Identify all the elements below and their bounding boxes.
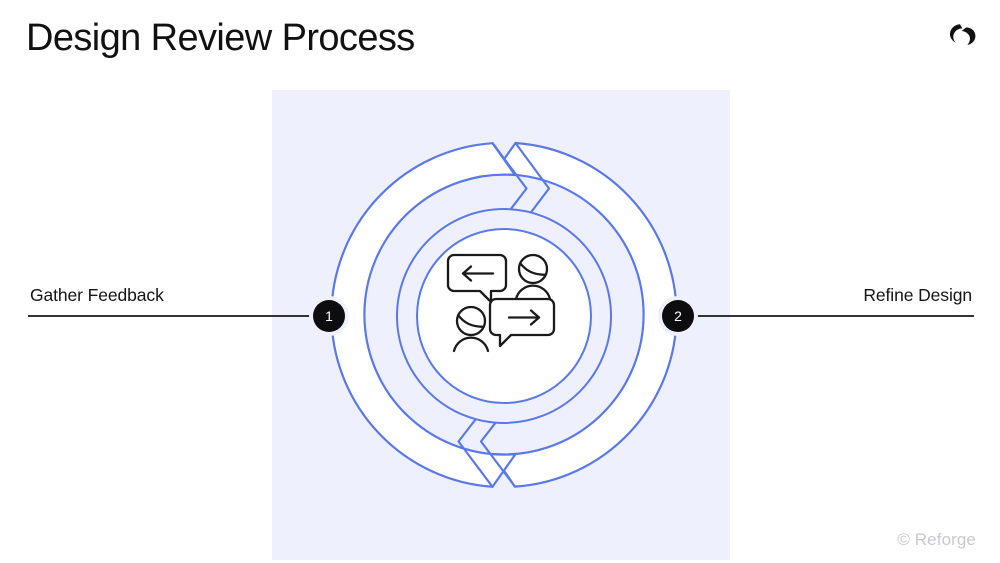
step-label-gather-feedback: Gather Feedback <box>30 285 164 305</box>
cycle-ring-graphic <box>329 141 679 491</box>
step-node-1[interactable]: 1 <box>313 300 345 332</box>
person-avatar-icon <box>452 305 490 353</box>
connector-rail-left <box>28 315 331 317</box>
connector-rail-right <box>678 315 974 317</box>
reforge-logo-icon <box>944 18 978 52</box>
person-avatar-icon <box>514 253 552 301</box>
center-icon-cluster <box>445 243 563 355</box>
speech-bubble-right-arrow-icon <box>488 297 556 348</box>
speech-bubble-left-arrow-icon <box>446 253 508 304</box>
footer-credit: © Reforge <box>897 530 976 549</box>
step-label-refine-design: Refine Design <box>863 285 972 305</box>
page-title: Design Review Process <box>26 17 415 59</box>
step-node-2[interactable]: 2 <box>662 300 694 332</box>
